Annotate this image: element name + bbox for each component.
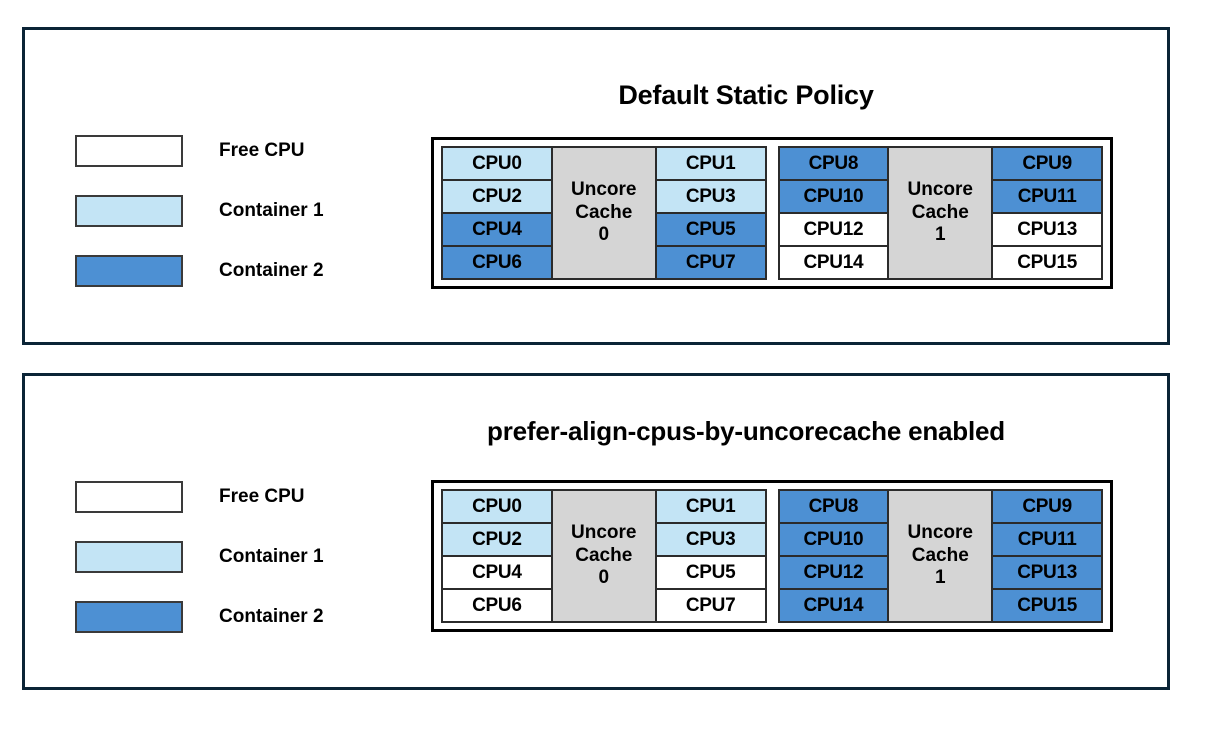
uncore-cache-line-1: Uncore (907, 522, 973, 544)
uncore-cache-box: Uncore Cache 0 (551, 490, 656, 622)
legend-item-container-2: Container 2 (75, 254, 324, 288)
cpu-cell: CPU2 (442, 523, 552, 556)
uncore-cache-box: Uncore Cache 1 (888, 490, 993, 622)
legend-label-container-1: Container 1 (219, 546, 324, 567)
cpu-cell: CPU6 (442, 246, 552, 279)
legend-item-container-1: Container 1 (75, 540, 324, 574)
cpu-cell: CPU3 (655, 180, 766, 213)
uncore-cache-line-1: Uncore (571, 179, 637, 201)
page-title-bottom: prefer-align-cpus-by-uncorecache enabled (487, 416, 1005, 446)
cpu-cell: CPU2 (442, 180, 552, 213)
uncore-cache-box: Uncore Cache 0 (551, 147, 656, 279)
cpu-cell: CPU14 (778, 589, 889, 622)
cpu-cell: CPU7 (655, 246, 766, 279)
cpu-topology-diagram-bottom: CPU0 CPU2 CPU4 CPU6 Uncore Cache 0 CPU1 … (431, 480, 1113, 632)
cpu-cell: CPU10 (778, 180, 889, 213)
cpu-column-left: CPU0 CPU2 CPU4 CPU6 (442, 147, 552, 279)
page-title-top: Default Static Policy (618, 80, 874, 110)
cpu-cell: CPU5 (655, 556, 766, 589)
panel-default-static-policy: Default Static Policy Free CPU Container… (22, 27, 1170, 345)
uncore-cache-group-1: CPU8 CPU10 CPU12 CPU14 Uncore Cache 1 CP… (777, 146, 1103, 280)
cpu-column-right: CPU1 CPU3 CPU5 CPU7 (655, 147, 766, 279)
cpu-column-right: CPU9 CPU11 CPU13 CPU15 (992, 147, 1102, 279)
uncore-cache-box: Uncore Cache 1 (888, 147, 993, 279)
uncore-cache-line-1: Uncore (571, 522, 637, 544)
panel-prefer-align-cpus-by-uncorecache: prefer-align-cpus-by-uncorecache enabled… (22, 373, 1170, 690)
cpu-column-left: CPU8 CPU10 CPU12 CPU14 (778, 490, 889, 622)
uncore-cache-id: 0 (598, 224, 610, 246)
cpu-cell: CPU7 (655, 589, 766, 622)
cpu-cell: CPU8 (778, 147, 889, 180)
cpu-cell: CPU15 (992, 246, 1102, 279)
uncore-cache-line-2: Cache (911, 544, 969, 566)
uncore-cache-line-1: Uncore (907, 179, 973, 201)
cpu-cell: CPU12 (778, 213, 889, 246)
cpu-cell: CPU13 (992, 213, 1102, 246)
cpu-cell: CPU0 (442, 147, 552, 180)
legend-label-container-2: Container 2 (219, 260, 324, 281)
cpu-cell: CPU4 (442, 213, 552, 246)
cpu-cell: CPU1 (655, 147, 766, 180)
cpu-cell: CPU15 (992, 589, 1102, 622)
cpu-cell: CPU12 (778, 556, 889, 589)
cpu-cell: CPU8 (778, 490, 889, 523)
legend-swatch-free-cpu (75, 135, 183, 167)
uncore-cache-group-1: CPU8 CPU10 CPU12 CPU14 Uncore Cache 1 CP… (777, 489, 1103, 623)
legend-item-free-cpu: Free CPU (75, 134, 324, 168)
cpu-cell: CPU11 (992, 523, 1102, 556)
uncore-cache-group-0: CPU0 CPU2 CPU4 CPU6 Uncore Cache 0 CPU1 … (441, 146, 767, 280)
legend-label-container-2: Container 2 (219, 606, 324, 627)
cpu-cell: CPU13 (992, 556, 1102, 589)
legend-item-free-cpu: Free CPU (75, 480, 324, 514)
cpu-cell: CPU0 (442, 490, 552, 523)
cpu-cell: CPU14 (778, 246, 889, 279)
cpu-column-right: CPU1 CPU3 CPU5 CPU7 (655, 490, 766, 622)
legend-swatch-container-1 (75, 541, 183, 573)
cpu-cell: CPU3 (655, 523, 766, 556)
uncore-cache-id: 0 (598, 567, 610, 589)
cpu-cell: CPU11 (992, 180, 1102, 213)
legend-top: Free CPU Container 1 Container 2 (75, 134, 324, 314)
legend-bottom: Free CPU Container 1 Container 2 (75, 480, 324, 660)
cpu-column-left: CPU0 CPU2 CPU4 CPU6 (442, 490, 552, 622)
cpu-cell: CPU4 (442, 556, 552, 589)
uncore-cache-group-0: CPU0 CPU2 CPU4 CPU6 Uncore Cache 0 CPU1 … (441, 489, 767, 623)
legend-item-container-1: Container 1 (75, 194, 324, 228)
legend-label-container-1: Container 1 (219, 200, 324, 221)
cpu-cell: CPU9 (992, 147, 1102, 180)
legend-swatch-container-1 (75, 195, 183, 227)
cpu-cell: CPU1 (655, 490, 766, 523)
cpu-column-right: CPU9 CPU11 CPU13 CPU15 (992, 490, 1102, 622)
cpu-cell: CPU6 (442, 589, 552, 622)
legend-item-container-2: Container 2 (75, 600, 324, 634)
uncore-cache-id: 1 (934, 224, 946, 246)
uncore-cache-id: 1 (934, 567, 946, 589)
uncore-cache-line-2: Cache (575, 201, 633, 223)
legend-label-free-cpu: Free CPU (219, 140, 305, 161)
cpu-topology-diagram-top: CPU0 CPU2 CPU4 CPU6 Uncore Cache 0 CPU1 … (431, 137, 1113, 289)
legend-swatch-container-2 (75, 601, 183, 633)
uncore-cache-line-2: Cache (575, 544, 633, 566)
legend-swatch-container-2 (75, 255, 183, 287)
cpu-column-left: CPU8 CPU10 CPU12 CPU14 (778, 147, 889, 279)
cpu-cell: CPU9 (992, 490, 1102, 523)
cpu-cell: CPU5 (655, 213, 766, 246)
cpu-cell: CPU10 (778, 523, 889, 556)
uncore-cache-line-2: Cache (911, 201, 969, 223)
legend-swatch-free-cpu (75, 481, 183, 513)
legend-label-free-cpu: Free CPU (219, 486, 305, 507)
